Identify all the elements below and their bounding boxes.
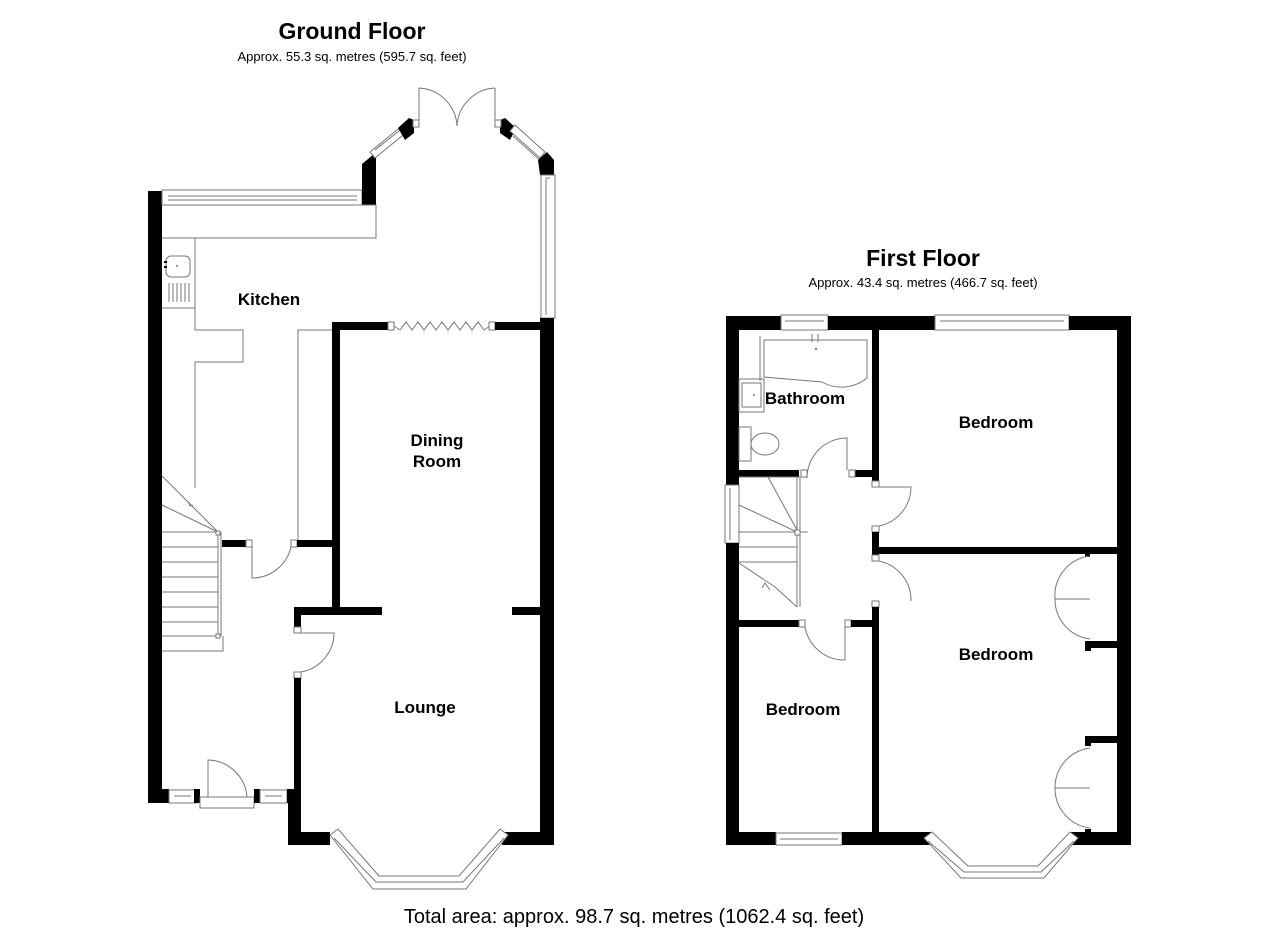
room-label-bedroom-1: Bedroom	[958, 413, 1034, 432]
room-label-kitchen: Kitchen	[237, 290, 301, 309]
ground-floor-plan	[148, 87, 556, 890]
ground-floor-title: Ground Floor	[278, 18, 426, 44]
total-area: Total area: approx. 98.7 sq. metres (106…	[403, 906, 865, 928]
room-label-dining-line2: Room	[412, 452, 462, 471]
room-label-bedroom-2: Bedroom	[958, 645, 1034, 664]
room-label-dining-room: Dining Room	[387, 430, 487, 472]
first-floor-title: First Floor	[866, 245, 980, 271]
first-floor-area: Approx. 43.4 sq. metres (466.7 sq. feet)	[808, 275, 1038, 290]
room-label-dining-line1: Dining	[410, 431, 464, 450]
first-floor-plan	[724, 314, 1131, 879]
room-label-lounge: Lounge	[394, 698, 456, 717]
room-label-bathroom: Bathroom	[764, 389, 846, 408]
room-label-bedroom-3: Bedroom	[765, 700, 841, 719]
ground-floor-area: Approx. 55.3 sq. metres (595.7 sq. feet)	[237, 49, 467, 64]
